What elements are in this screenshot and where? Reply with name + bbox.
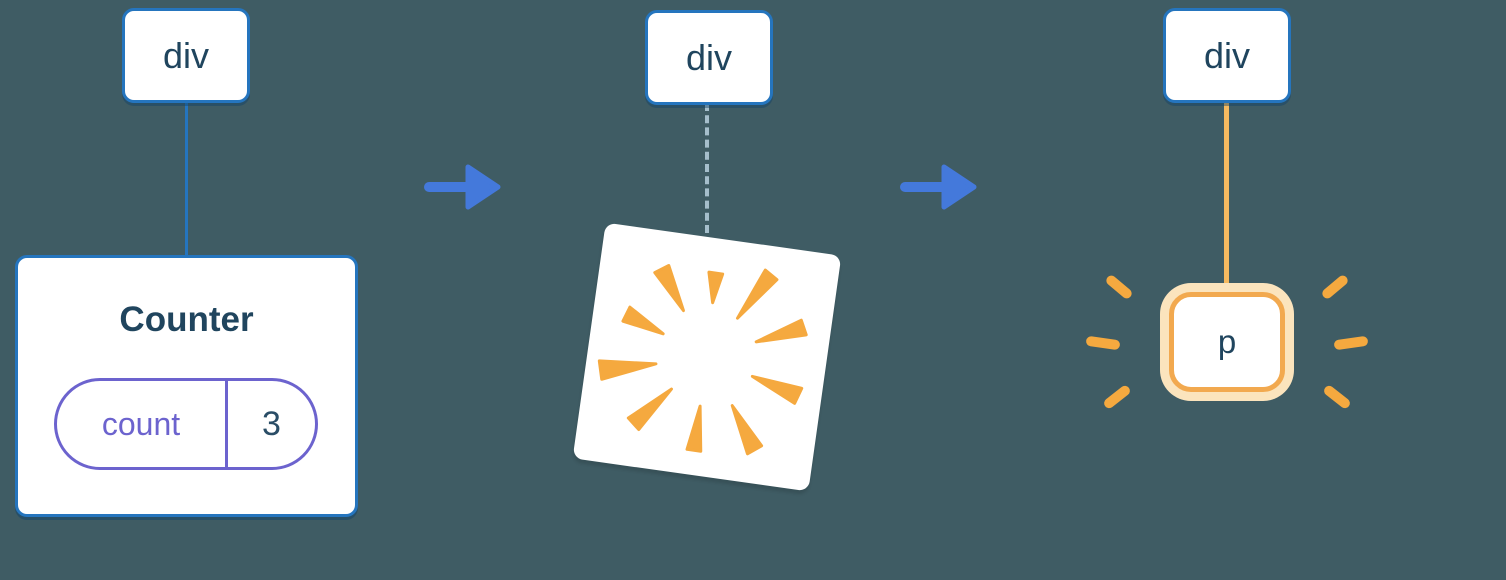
sparkle-ray-icon bbox=[1320, 273, 1350, 301]
state-key-label: count bbox=[101, 405, 181, 442]
sparkle-ray-icon bbox=[1322, 383, 1352, 411]
div-node-label: div bbox=[1203, 34, 1251, 76]
sparkle-ray-icon bbox=[1085, 335, 1121, 351]
connector-line-dashed bbox=[705, 103, 709, 233]
div-node-box-step3: div bbox=[1163, 8, 1291, 103]
right-arrow-icon bbox=[900, 164, 977, 210]
right-arrow-icon bbox=[424, 164, 501, 210]
div-node-box-step1: div bbox=[122, 8, 250, 103]
counter-component-card: Counter count 3 bbox=[15, 255, 358, 517]
state-pill-divider bbox=[225, 381, 228, 467]
div-node-box-step2: div bbox=[645, 10, 773, 105]
state-value-label: 3 bbox=[262, 404, 281, 443]
state-pill: count 3 bbox=[54, 378, 318, 470]
poof-burst-icon bbox=[597, 264, 808, 456]
new-p-element-box: p bbox=[1169, 292, 1285, 392]
sparkle-ray-icon bbox=[1104, 273, 1134, 301]
sparkle-ray-icon bbox=[1333, 335, 1369, 351]
connector-line-div-to-p bbox=[1224, 101, 1229, 289]
div-node-label: div bbox=[162, 34, 210, 76]
connector-line-div-to-counter bbox=[185, 101, 188, 257]
sparkle-ray-icon bbox=[1102, 383, 1132, 411]
p-element-label: p bbox=[1217, 323, 1237, 360]
destroyed-component-card bbox=[572, 222, 842, 492]
div-node-label: div bbox=[685, 36, 733, 78]
component-title: Counter bbox=[119, 300, 254, 339]
